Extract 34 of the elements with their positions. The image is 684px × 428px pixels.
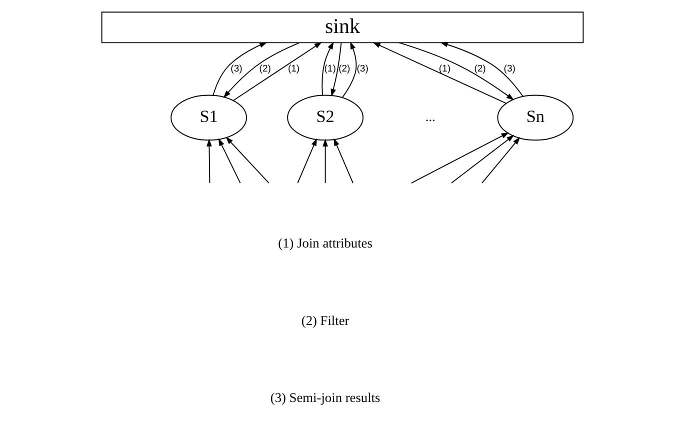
arrow: [398, 42, 514, 100]
arrow: [222, 42, 300, 98]
arrow: [225, 136, 269, 184]
node-ellipse: S2: [286, 94, 364, 141]
arrow: [342, 42, 356, 98]
label: ...: [424, 109, 435, 124]
arrow: [440, 42, 523, 97]
edge-label: (2): [338, 63, 350, 74]
edge-label: (2): [474, 63, 486, 74]
arrow: [206, 138, 212, 184]
edge-label: (1): [287, 63, 300, 74]
edge-label: (3): [503, 63, 515, 74]
label: (1) Join attributes: [278, 235, 372, 250]
arrow: [232, 42, 322, 101]
arrow: [450, 132, 514, 184]
arrow: [218, 138, 240, 184]
arrow: [410, 132, 508, 184]
arrow: [296, 138, 316, 184]
arrow: [321, 42, 334, 96]
arrow: [212, 42, 267, 96]
arrow: [372, 42, 506, 104]
arrow: [322, 138, 328, 184]
arrow: [333, 138, 353, 184]
edge-label: (3): [230, 63, 242, 74]
label: (2) Filter: [300, 312, 349, 328]
arrow: [330, 42, 342, 97]
edge-label: (3): [356, 63, 368, 74]
label: (3) Semi-join results: [270, 390, 380, 406]
edge-label: (2): [258, 63, 270, 74]
node-box: sink: [100, 12, 584, 44]
node-ellipse: S1: [170, 94, 246, 141]
edge-label: (1): [324, 63, 336, 74]
edge-label: (1): [438, 63, 450, 74]
arrow: [481, 134, 520, 184]
